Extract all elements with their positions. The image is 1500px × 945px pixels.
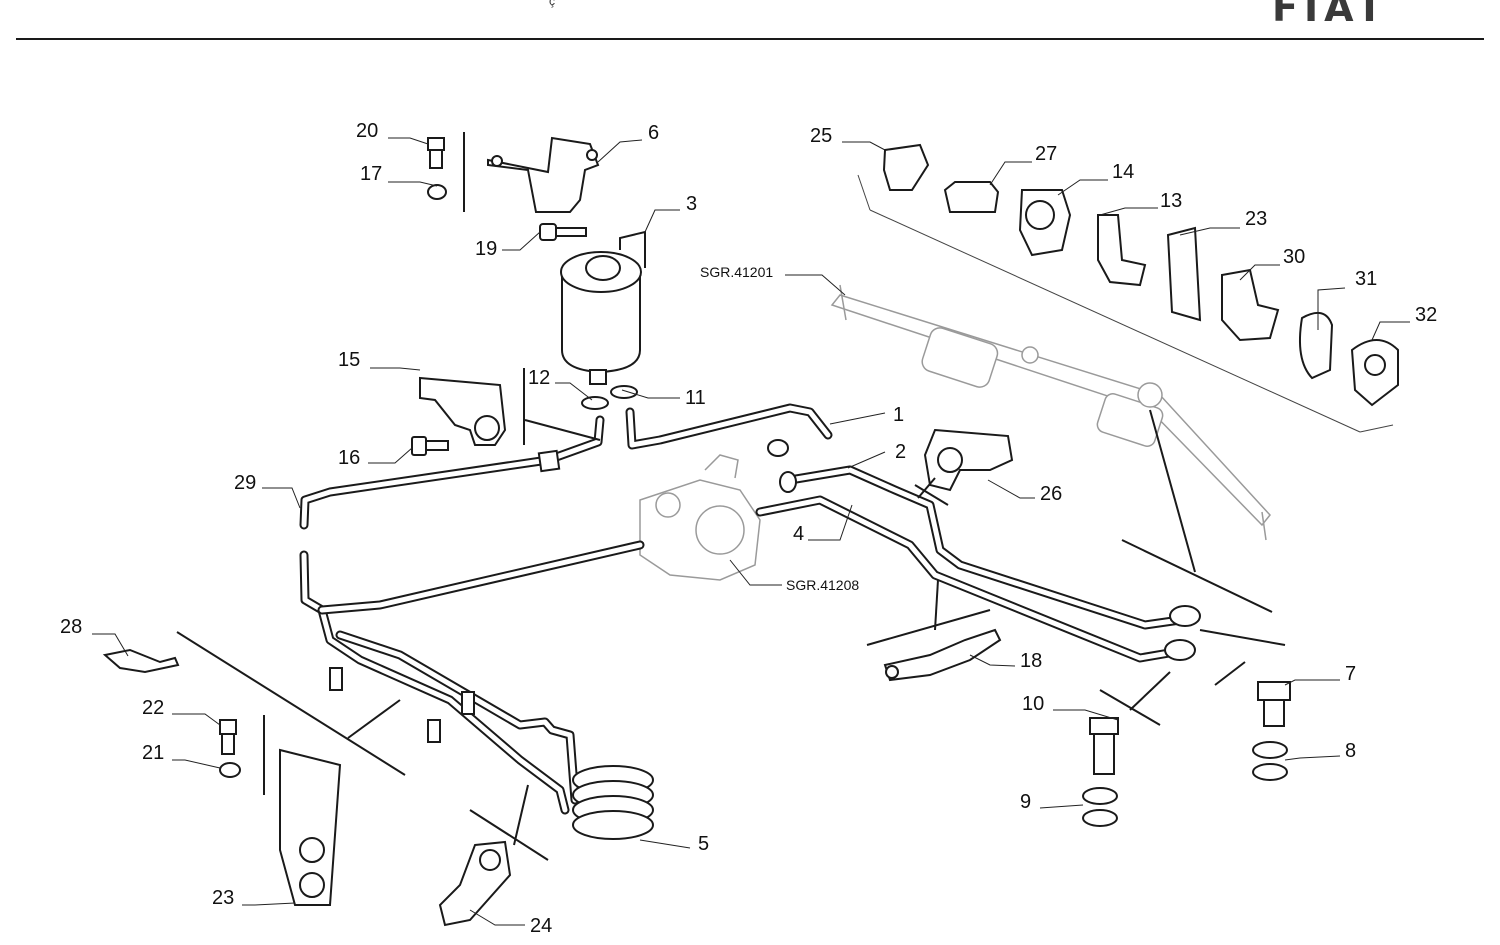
bracket-28: [102, 648, 180, 674]
reference-steering-rack: SGR.41201: [700, 264, 773, 280]
clip-14: [1018, 189, 1072, 257]
reference-pump: SGR.41208: [786, 577, 859, 593]
cover-23-top: [1166, 226, 1202, 322]
callout-30: 30: [1283, 246, 1305, 268]
callout-11: 11: [685, 387, 706, 409]
hose-bracket-15: [419, 368, 525, 446]
callout-14: 14: [1112, 161, 1134, 183]
return-hose-1: [625, 403, 833, 457]
callout-23-bottom: 23: [212, 887, 234, 909]
callout-4: 4: [793, 523, 804, 545]
callout-32: 32: [1415, 304, 1437, 326]
header-mark: ç: [549, 0, 555, 8]
hose-clamp-12: [581, 396, 609, 410]
callout-24: 24: [530, 915, 552, 937]
nut-21: [219, 762, 241, 778]
callout-27: 27: [1035, 143, 1057, 165]
guide-line: [857, 174, 871, 211]
callout-2: 2: [895, 441, 906, 463]
callout-19: 19: [475, 238, 497, 260]
callout-10: 10: [1022, 693, 1044, 715]
hose-29: [299, 415, 605, 530]
clip-27: [943, 181, 1000, 213]
reservoir-bracket: [463, 132, 600, 213]
callout-18: 18: [1020, 650, 1042, 672]
steering-rack-ghost: [830, 284, 1271, 541]
clip-13: [1097, 214, 1147, 287]
screw-20: [427, 137, 445, 169]
washers-9: [1082, 787, 1118, 827]
clip-30: [1221, 268, 1280, 342]
bracket-26: [923, 428, 1014, 492]
callout-17: 17: [360, 163, 382, 185]
callout-31: 31: [1355, 268, 1377, 290]
callout-20: 20: [356, 120, 378, 142]
banjo-bolt-10: [1089, 717, 1119, 775]
callout-29: 29: [234, 472, 256, 494]
callout-1: 1: [893, 404, 904, 426]
cooling-pipe-5: [299, 540, 654, 840]
leader-lines: [92, 137, 1410, 926]
bracket-18: [883, 628, 1002, 682]
guide-line: [1359, 424, 1394, 433]
pressure-hose-4: [755, 471, 1196, 663]
bracket-23-bottom: [263, 715, 342, 906]
nut-17: [427, 184, 447, 200]
clip-31: [1299, 311, 1334, 380]
clip-25: [882, 143, 930, 191]
bracket-24: [438, 840, 512, 927]
fluid-reservoir: [560, 230, 646, 385]
callout-21: 21: [142, 742, 164, 764]
callout-labels: 1 2 3 4 5 6 7 8 9 10 11 12 13 14 15 16 1…: [60, 120, 1437, 937]
assembly-guides: [176, 409, 1286, 861]
callout-3: 3: [686, 193, 697, 215]
power-steering-pump-ghost: [639, 454, 761, 581]
screw-16: [411, 436, 449, 456]
banjo-bolt-7: [1257, 681, 1291, 727]
washers-8: [1252, 741, 1288, 781]
pressure-hose-2: [785, 465, 1201, 630]
callout-26: 26: [1040, 483, 1062, 505]
brand-logo: FIAT: [1272, 0, 1389, 30]
callout-9: 9: [1020, 791, 1031, 813]
callout-7: 7: [1345, 663, 1356, 685]
callout-28: 28: [60, 616, 82, 638]
screw-22: [219, 719, 237, 755]
bolt-19: [539, 223, 587, 241]
callout-23-top: 23: [1245, 208, 1267, 230]
callout-5: 5: [698, 833, 709, 855]
guide-line: [869, 209, 1361, 433]
clip-32: [1350, 339, 1399, 407]
hose-clamp-11: [610, 385, 638, 399]
callout-6: 6: [648, 122, 659, 144]
callout-8: 8: [1345, 740, 1356, 762]
callout-25: 25: [810, 125, 832, 147]
header-rule: [16, 38, 1484, 40]
callout-16: 16: [338, 447, 360, 469]
callout-12: 12: [528, 367, 550, 389]
callout-22: 22: [142, 697, 164, 719]
page-header: ç FIAT: [0, 0, 1500, 42]
callout-15: 15: [338, 349, 360, 371]
callout-13: 13: [1160, 190, 1182, 212]
